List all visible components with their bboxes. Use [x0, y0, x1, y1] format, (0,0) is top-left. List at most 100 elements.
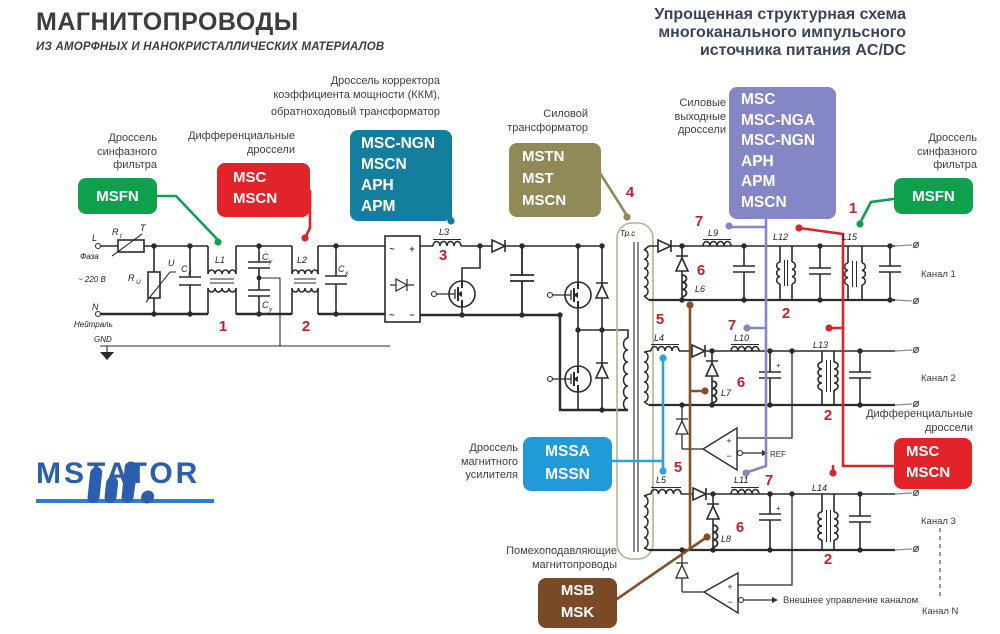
product-box-power-transformer: MSTN MST MSCN	[509, 143, 601, 217]
label-pfc: Дроссель корректора коэффициента мощност…	[271, 75, 440, 118]
mstator-logo-icon	[87, 461, 155, 504]
l15-label: L15	[842, 232, 858, 242]
l12-label: L12	[773, 232, 788, 242]
marker-6-l7: 6	[737, 374, 745, 391]
l4-label: L4	[654, 333, 664, 343]
l2-label: L2	[297, 255, 307, 265]
l3-label: L3	[439, 227, 449, 237]
marker-1-l1: 1	[219, 318, 227, 335]
diagram-title-line2: многоканального импульсного	[658, 24, 906, 41]
marker-6-l8: 6	[736, 519, 744, 536]
neutral-label: Нейтраль	[74, 320, 113, 329]
pfc-and-inverter-section	[384, 235, 629, 412]
neutral-terminal-label: N	[92, 302, 99, 312]
marker-6-l6: 6	[697, 262, 705, 279]
ru-label: R	[128, 273, 135, 283]
svg-text:~: ~	[389, 244, 394, 254]
marker-5-l4: 5	[656, 311, 664, 328]
page-subtitle: ИЗ АМОРФНЫХ И НАНОКРИСТАЛЛИЧЕСКИХ МАТЕРИ…	[36, 41, 385, 53]
svg-text:−: −	[409, 310, 414, 320]
output-terminals	[894, 241, 920, 553]
mains-voltage-label: ~ 220 В	[78, 275, 106, 284]
marker-2-l14: 2	[824, 551, 832, 568]
cap-plus-ch2: +	[776, 361, 781, 370]
transformer-label: Тр.с	[620, 229, 635, 238]
page-title: МАГНИТОПРОВОДЫ	[36, 8, 299, 36]
l5-label: L5	[656, 475, 667, 485]
phase-label: Фаза	[80, 252, 99, 261]
marker-2-l12: 2	[782, 305, 790, 322]
marker-2-l2: 2	[302, 318, 310, 335]
product-box-suppression: MSB MSK	[538, 578, 617, 628]
svg-text:x: x	[344, 270, 349, 277]
purple-callout	[725, 214, 768, 477]
mstator-logo: MSTATOR	[36, 455, 226, 504]
cy1-label: C	[262, 252, 269, 262]
ref-label: REF	[770, 450, 786, 459]
svg-text:t: t	[120, 233, 123, 240]
label-diff-left: Дифференциальные дроссели	[188, 130, 295, 156]
label-output-chokes: Силовые выходные дроссели	[674, 97, 726, 136]
diagram-title: Упрощенная структурная схема многоканаль…	[600, 6, 906, 60]
svg-text:+: +	[409, 244, 414, 254]
marker-4-transformer: 4	[626, 184, 635, 201]
label-power-transformer: Силовой трансформатор	[507, 108, 588, 134]
l8-label: L8	[721, 534, 731, 544]
product-box-output-chokes: MSC MSC-NGA MSC-NGN APH APM MSCN	[729, 87, 836, 219]
product-box-magamp: MSSA MSSN	[523, 437, 612, 491]
blue-callout	[610, 354, 667, 475]
l13-label: L13	[813, 340, 828, 350]
number-markers: 1 2 3 4 5 5 6 6 6 7 7 7 2 2 2 1	[219, 184, 857, 568]
l14-label: L14	[812, 483, 827, 493]
page-header: МАГНИТОПРОВОДЫ ИЗ АМОРФНЫХ И НАНОКРИСТАЛ…	[36, 8, 384, 53]
l6-label: L6	[695, 284, 705, 294]
l11-label: L11	[734, 475, 748, 485]
svg-text:y: y	[268, 258, 273, 265]
channel-1-section	[649, 238, 901, 302]
opamp3-minus: −	[727, 597, 732, 607]
diagram-title-line1: Упрощенная структурная схема	[654, 6, 906, 23]
marker-7-l9: 7	[695, 213, 703, 230]
svg-text:x: x	[187, 270, 192, 277]
label-magamp: Дроссель магнитного усилителя	[460, 442, 518, 481]
cx2-label: C	[338, 264, 345, 274]
l7-label: L7	[721, 388, 732, 398]
cy2-label: C	[262, 300, 269, 310]
u-label: U	[168, 258, 175, 268]
product-box-msfn-left: MSFN	[78, 178, 157, 214]
label-msfn-right: Дроссель синфазного фильтра	[917, 132, 977, 171]
input-filter-section	[94, 233, 390, 360]
t-label: T	[140, 223, 147, 233]
green-callout-left	[155, 194, 222, 246]
product-box-diff-right: MSC MSCN	[894, 438, 972, 489]
svg-text:y: y	[268, 306, 273, 313]
channel-1-label: Канал 1	[921, 269, 956, 280]
l1-label: L1	[215, 255, 225, 265]
product-box-msfn-right: MSFN	[894, 178, 973, 214]
svg-text:U: U	[136, 279, 141, 286]
diagram-title-line3: источника питания AC/DC	[699, 42, 906, 59]
cap-plus-ch3: +	[776, 504, 781, 513]
label-suppression: Помехоподавляющие магнитопроводы	[506, 545, 617, 571]
green-callout-right	[856, 197, 895, 228]
svg-text:~: ~	[389, 310, 394, 320]
junction-dots	[151, 243, 893, 553]
marker-2-l13: 2	[824, 407, 832, 424]
opamp2-minus: −	[726, 451, 731, 461]
opamp3-plus: +	[727, 582, 732, 592]
channel-3-label: Канал 3	[921, 516, 956, 527]
cx1-label: C	[181, 264, 188, 274]
label-msfn-left: Дроссель синфазного фильтра	[97, 132, 157, 171]
marker-7-l11: 7	[765, 472, 773, 489]
gnd-label: GND	[94, 335, 112, 344]
phase-terminal-label: L	[92, 233, 97, 243]
rt-label: R	[112, 227, 119, 237]
opamp2-plus: +	[726, 436, 731, 446]
channel-n-label: Канал N	[922, 606, 959, 617]
l9-label: L9	[708, 228, 718, 238]
external-control-label: Внешнее управление каналом	[783, 595, 918, 606]
product-box-diff-left: MSC MSCN	[217, 163, 310, 217]
